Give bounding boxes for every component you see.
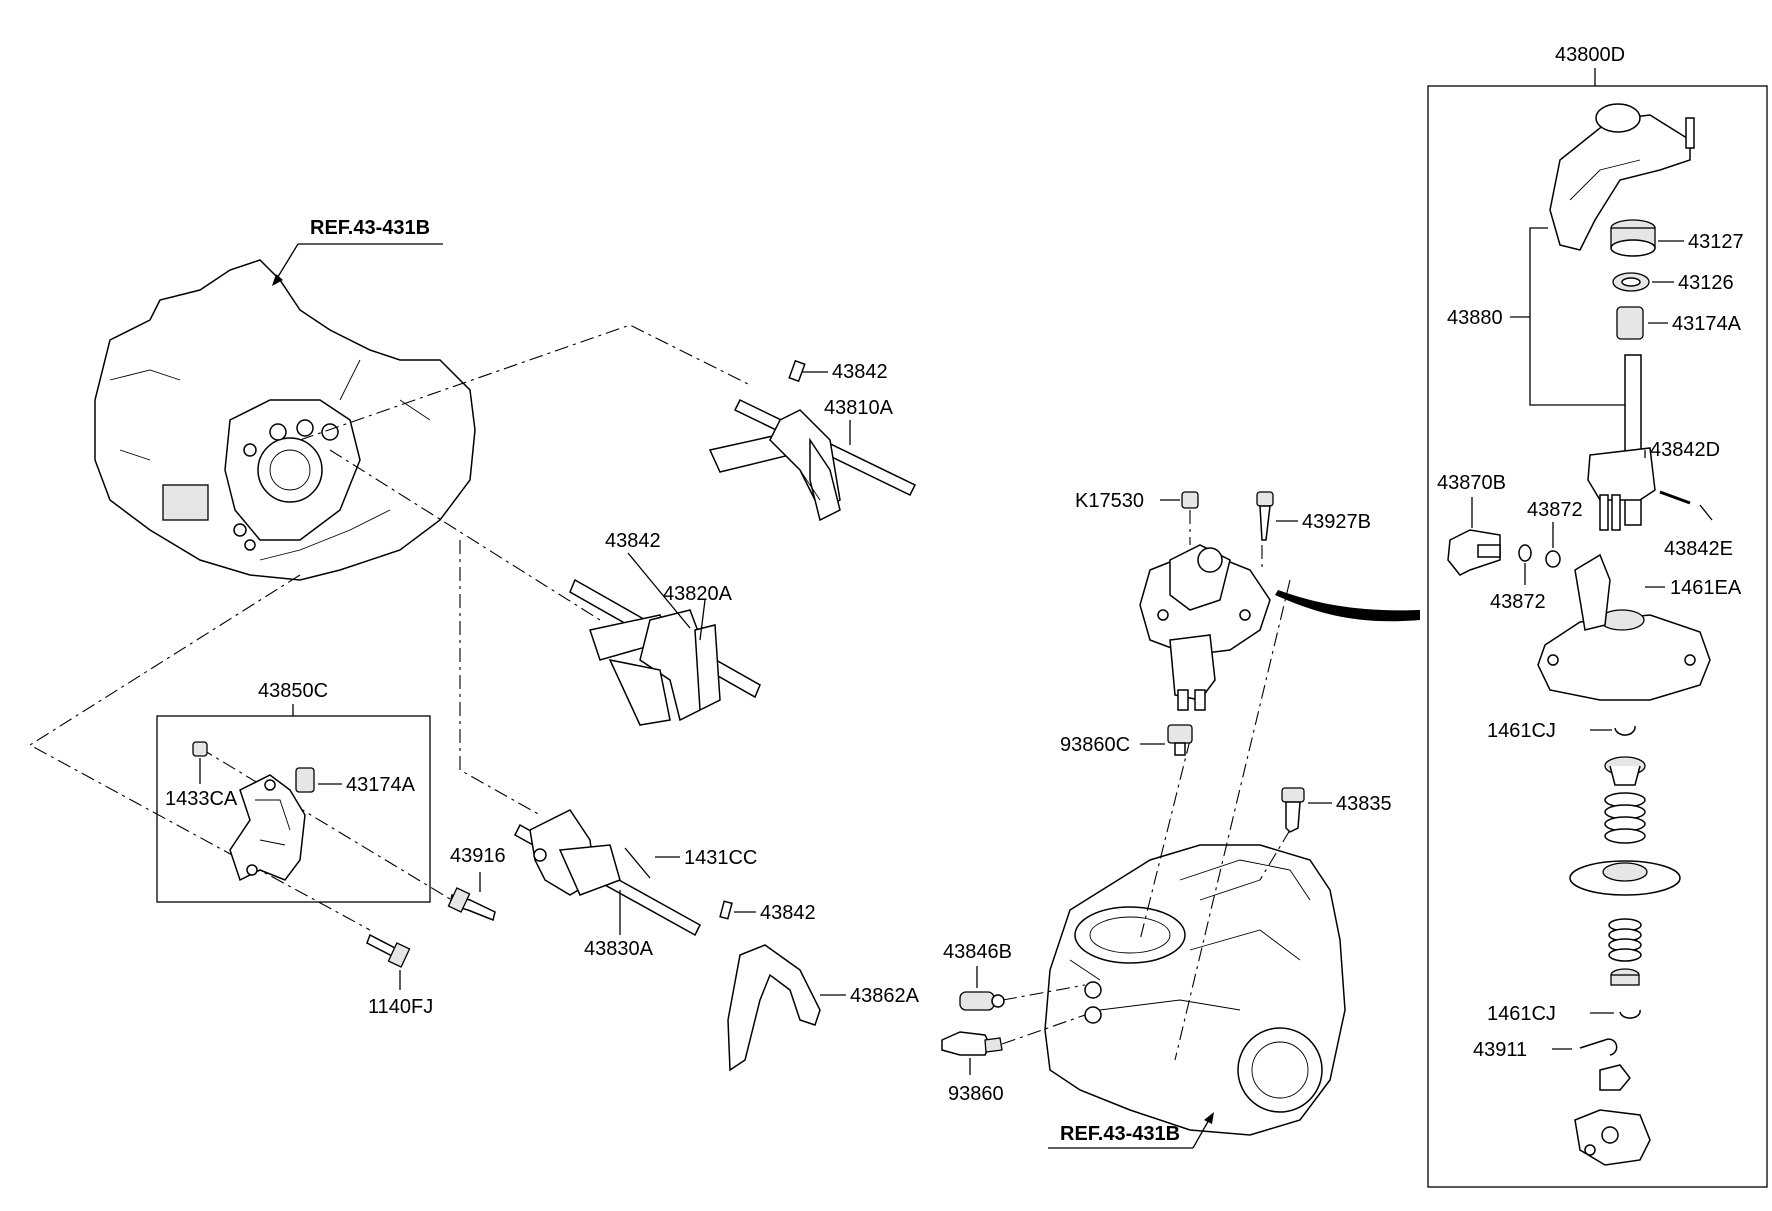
ring-43872-b (1518, 544, 1532, 562)
label-43820a: 43820A (663, 583, 733, 605)
spring-43911 (1579, 1038, 1618, 1056)
bolt-1140fj (366, 933, 411, 968)
ring-43872-a (1545, 550, 1561, 568)
label-43872-bottom: 43872 (1490, 591, 1546, 613)
spring-upper (1604, 792, 1646, 844)
bushing-43127 (1610, 219, 1656, 257)
shift-fork-43862a (719, 900, 821, 1072)
ref-label-top: REF.43-431B (310, 217, 430, 239)
label-43842-a: 43842 (832, 361, 888, 383)
shift-control-lever-icon (1549, 103, 1695, 251)
label-43842e: 43842E (1664, 538, 1733, 560)
spring-seat-lower (1610, 968, 1640, 986)
label-43880: 43880 (1447, 307, 1503, 329)
label-43810a: 43810A (824, 397, 894, 419)
label-43927b: 43927B (1302, 511, 1371, 533)
label-43830a: 43830A (584, 938, 654, 960)
label-1433ca: 1433CA (165, 788, 238, 810)
label-43842-c: 43842 (760, 902, 816, 924)
bolt-43835 (1281, 787, 1305, 833)
lever-43870b (1447, 529, 1501, 576)
bolt-43927b (1256, 491, 1274, 541)
shift-rail-43830a (514, 809, 701, 937)
label-43800d: 43800D (1555, 44, 1625, 66)
shift-shaft (1587, 354, 1656, 531)
label-43916: 43916 (450, 845, 506, 867)
selector-housing (1537, 553, 1711, 701)
spring-seat-upper (1604, 756, 1646, 786)
transaxle-assembly-icon (1044, 844, 1346, 1136)
ref-label-bottom: REF.43-431B (1060, 1123, 1180, 1145)
label-43174a-left: 43174A (346, 774, 416, 796)
label-43850c: 43850C (258, 680, 328, 702)
label-93860c: 93860C (1060, 734, 1130, 756)
seal-43126 (1612, 272, 1650, 292)
label-1431cc: 1431CC (684, 847, 757, 869)
label-43872-top: 43872 (1527, 499, 1583, 521)
label-43862a: 43862A (850, 985, 920, 1007)
selector-lever-bottom (1574, 1064, 1651, 1166)
spring-lower (1608, 918, 1642, 962)
bolt-43916 (447, 887, 496, 922)
label-43870b: 43870B (1437, 472, 1506, 494)
label-43842-b: 43842 (605, 530, 661, 552)
label-k17530: K17530 (1075, 490, 1144, 512)
shift-rail-fork-43820a (569, 578, 761, 726)
spring-plate (1569, 860, 1681, 896)
bushing-1433ca (192, 741, 208, 757)
label-43126: 43126 (1678, 272, 1734, 294)
label-1140fj: 1140FJ (368, 996, 433, 1018)
switch-93860c (1167, 724, 1193, 756)
plug-43846b (959, 991, 1005, 1011)
label-43835: 43835 (1336, 793, 1392, 815)
label-1461cj-top: 1461CJ (1487, 720, 1556, 742)
bushing-43174a-right (1616, 306, 1644, 340)
label-1461ea: 1461EA (1670, 577, 1742, 599)
switch-93860 (941, 1031, 1003, 1056)
label-43842d: 43842D (1650, 439, 1720, 461)
label-43911: 43911 (1473, 1039, 1527, 1061)
bushing-43174a-left (295, 767, 315, 793)
transaxle-case-icon (94, 259, 476, 581)
label-43174a-right: 43174A (1672, 313, 1742, 335)
kit-box-43800d (1427, 85, 1768, 1188)
label-93860: 93860 (948, 1083, 1004, 1105)
label-1461cj-bottom: 1461CJ (1487, 1003, 1556, 1025)
label-43846b: 43846B (943, 941, 1012, 963)
shift-control-housing (1139, 544, 1271, 711)
shift-rail-fork-43810a (708, 359, 917, 522)
clip-1461cj-top (1614, 725, 1636, 736)
label-43127: 43127 (1688, 231, 1744, 253)
cap-k17530 (1181, 491, 1199, 509)
clip-1461cj-bottom (1619, 1009, 1641, 1019)
shift-lug-43850c (229, 774, 306, 882)
